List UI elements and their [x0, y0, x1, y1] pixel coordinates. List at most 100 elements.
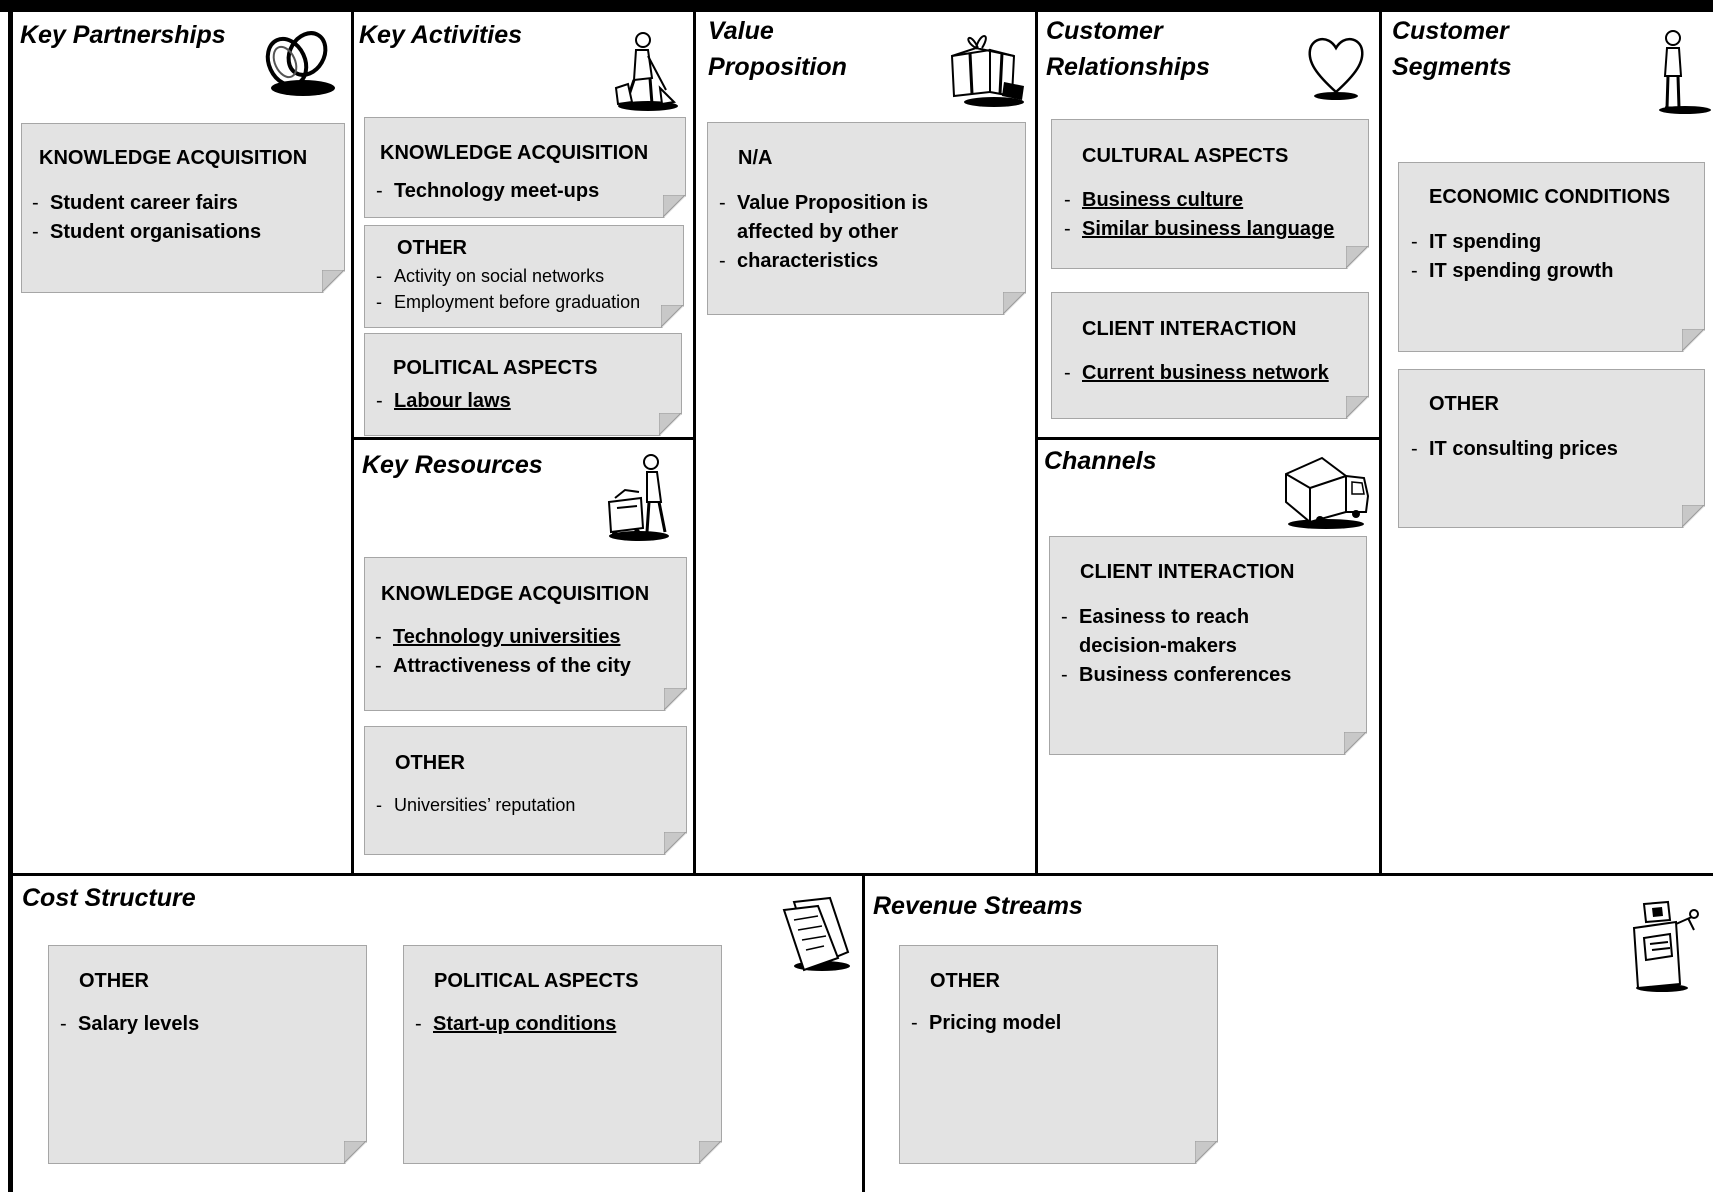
note-fold: [1346, 396, 1368, 418]
frame-left-border: [8, 0, 13, 1192]
note-heading: CLIENT INTERACTION: [1080, 561, 1295, 583]
note-fold: [322, 270, 344, 292]
note-heading: OTHER: [1429, 393, 1499, 415]
invoice-papers-icon: [782, 896, 850, 972]
client-interaction-note: CLIENT INTERACTION Easiness to reach dec…: [1049, 536, 1367, 755]
list-item: Start-up conditions: [415, 1010, 616, 1039]
list-item: Salary levels: [60, 1010, 199, 1039]
note-heading: KNOWLEDGE ACQUISITION: [39, 147, 308, 169]
key-partnerships-title: Key Partnerships: [20, 21, 226, 49]
worker-with-cart-icon: [607, 454, 669, 541]
political-aspects-note: POLITICAL ASPECTS Labour laws: [364, 333, 682, 436]
note-items: Salary levels: [60, 1010, 199, 1039]
other-note: OTHER Salary levels: [48, 945, 367, 1164]
divider-relationships-segments: [1379, 12, 1382, 876]
list-item: Universities’ reputation: [376, 792, 575, 818]
list-item: IT spending growth: [1411, 257, 1613, 286]
divider-top-bottom: [8, 873, 1713, 876]
note-items: Pricing model: [911, 1009, 1061, 1038]
linked-rings-icon: [265, 31, 335, 96]
channels-title: Channels: [1044, 447, 1157, 475]
note-items: IT consulting prices: [1411, 435, 1618, 464]
delivery-truck-icon: [1285, 456, 1370, 529]
list-item: IT spending: [1411, 228, 1613, 257]
note-items: Business culture Similar business langua…: [1064, 186, 1334, 244]
note-fold: [664, 832, 686, 854]
note-heading: POLITICAL ASPECTS: [393, 357, 598, 379]
standing-person-icon: [1659, 30, 1711, 114]
divider-cost-revenue: [862, 873, 865, 1192]
heart-icon: [1308, 38, 1364, 100]
note-heading: OTHER: [930, 970, 1000, 992]
list-item: Pricing model: [911, 1009, 1061, 1038]
note-items: Current business network: [1064, 359, 1329, 388]
note-items: Student career fairs Student organisatio…: [32, 189, 261, 247]
note-fold: [661, 305, 683, 327]
note-heading: CLIENT INTERACTION: [1082, 318, 1297, 340]
note-heading: OTHER: [79, 970, 149, 992]
note-fold: [1344, 732, 1366, 754]
customer-segments-title: Customer Segments: [1392, 17, 1512, 81]
cultural-aspects-note: CULTURAL ASPECTS Business culture Simila…: [1051, 119, 1369, 269]
list-item: Business conferences: [1061, 661, 1291, 690]
note-heading: OTHER: [395, 752, 465, 774]
note-items: Activity on social networks Employment b…: [376, 263, 640, 315]
na-note: N/A Value Proposition is affected by oth…: [707, 122, 1026, 315]
list-item: Student career fairs: [32, 189, 261, 218]
other-note: OTHER Pricing model: [899, 945, 1218, 1164]
note-fold: [664, 688, 686, 710]
note-items: Start-up conditions: [415, 1010, 616, 1039]
revenue-streams-title: Revenue Streams: [873, 892, 1083, 920]
customer-relationships-title: Customer Relationships: [1046, 17, 1210, 81]
knowledge-acquisition-note: KNOWLEDGE ACQUISITION Technology meet-up…: [364, 117, 686, 218]
list-item: Technology meet-ups: [376, 177, 599, 206]
note-items: Labour laws: [376, 387, 511, 416]
note-heading: KNOWLEDGE ACQUISITION: [381, 583, 650, 605]
note-fold: [1195, 1141, 1217, 1163]
cash-register-icon: [1632, 900, 1699, 992]
list-item: IT consulting prices: [1411, 435, 1618, 464]
note-items: IT spending IT spending growth: [1411, 228, 1613, 286]
economic-conditions-note: ECONOMIC CONDITIONS IT spending IT spend…: [1398, 162, 1705, 352]
list-item: affected by other: [737, 221, 899, 243]
note-fold: [699, 1141, 721, 1163]
list-item: Labour laws: [376, 387, 511, 416]
note-fold: [659, 413, 681, 435]
note-items: Technology meet-ups: [376, 177, 599, 206]
note-fold: [344, 1141, 366, 1163]
divider-partnerships-activities: [351, 12, 354, 876]
list-item: Business culture: [1064, 186, 1334, 215]
note-fold: [1682, 505, 1704, 527]
note-fold: [1682, 329, 1704, 351]
list-item: characteristics: [719, 247, 928, 276]
note-items: Easiness to reach decision-makers Busine…: [1061, 603, 1291, 690]
list-item: Technology universities: [375, 623, 631, 652]
note-fold: [663, 195, 685, 217]
divider-relationships-channels: [1035, 437, 1382, 440]
knowledge-acquisition-note: KNOWLEDGE ACQUISITION Student career fai…: [21, 123, 345, 293]
list-item: decision-makers: [1079, 635, 1237, 657]
key-resources-title: Key Resources: [362, 451, 543, 479]
list-item: Employment before graduation: [376, 289, 640, 315]
divider-value-relationships: [1035, 12, 1038, 876]
note-items: Value Proposition is affected by other c…: [719, 189, 928, 276]
frame-top-border: [0, 0, 1713, 12]
key-activities-title: Key Activities: [359, 21, 523, 49]
list-item: Student organisations: [32, 218, 261, 247]
note-heading: CULTURAL ASPECTS: [1082, 145, 1289, 167]
list-item: Value Proposition is: [719, 189, 928, 218]
list-item: Current business network: [1064, 359, 1329, 388]
note-items: Technology universities Attractiveness o…: [375, 623, 631, 681]
note-heading: KNOWLEDGE ACQUISITION: [380, 142, 649, 164]
note-heading: POLITICAL ASPECTS: [434, 970, 639, 992]
note-heading: N/A: [738, 147, 773, 169]
worker-with-tools-icon: [614, 32, 678, 111]
value-proposition-title: Value Proposition: [708, 17, 847, 81]
note-items: Universities’ reputation: [376, 792, 575, 818]
divider-activities-resources: [351, 437, 696, 440]
other-note: OTHER Universities’ reputation: [364, 726, 687, 855]
note-fold: [1346, 246, 1368, 268]
note-fold: [1003, 292, 1025, 314]
list-item: Similar business language: [1064, 215, 1334, 244]
